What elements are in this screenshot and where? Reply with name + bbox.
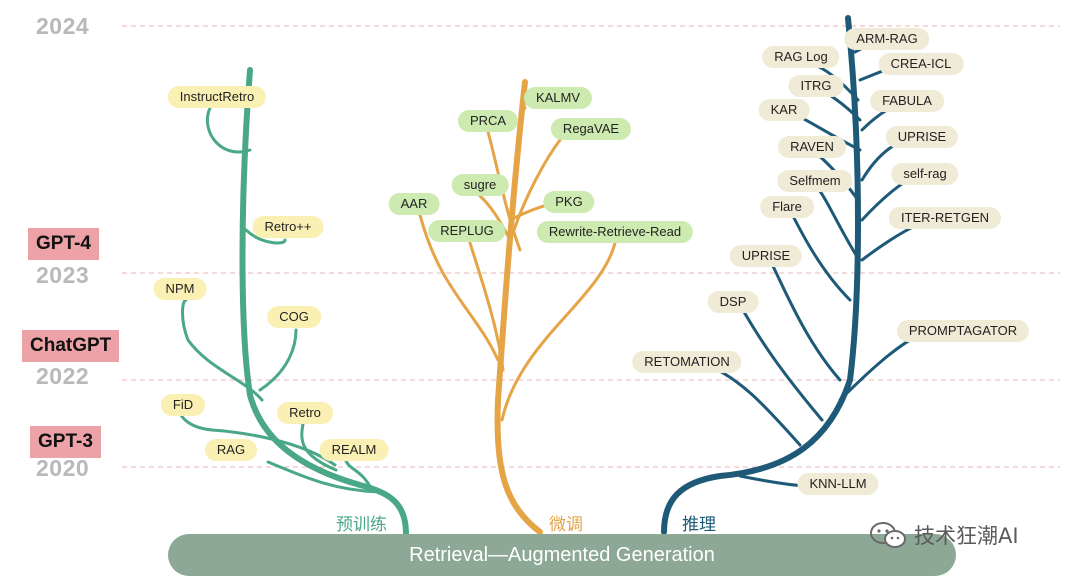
year-label-2024: 2024 (36, 13, 90, 39)
watermark-text: 技术狂潮AI (914, 524, 1019, 548)
year-label-2020: 2020 (36, 455, 90, 481)
node-arm-rag: ARM-RAG (844, 28, 930, 50)
node-dsp: DSP (707, 291, 759, 313)
branch-label-inference: 推理 (682, 515, 716, 535)
node-instructretro: InstructRetro (167, 86, 267, 108)
node-promptagator: PROMPTAGATOR (896, 320, 1030, 342)
node-knn-llm: KNN-LLM (797, 473, 879, 495)
marker-chatgpt: ChatGPT (22, 330, 120, 362)
node-regavae: RegaVAE (550, 118, 632, 140)
node-aar: AAR (388, 193, 440, 215)
node-sugre: sugre (451, 174, 509, 196)
node-rag: RAG (204, 439, 258, 461)
node-replug: REPLUG (428, 220, 506, 242)
node-fid: FiD (160, 394, 206, 416)
node-realm: REALM (319, 439, 389, 461)
node-retro-plus-plus: Retro++ (252, 216, 324, 238)
node-uprise-top: UPRISE (885, 126, 959, 148)
pretrain-tree (178, 67, 409, 537)
node-npm: NPM (153, 278, 207, 300)
node-retomation: RETOMATION (632, 351, 742, 373)
node-selfmem: Selfmem (777, 170, 853, 192)
node-pkg: PKG (543, 191, 595, 213)
node-self-rag: self-rag (891, 163, 959, 185)
node-flare: Flare (760, 196, 814, 218)
base-label: Retrieval—Augmented Generation (409, 544, 715, 566)
node-iter-retgen: ITER-RETGEN (888, 207, 1002, 229)
node-uprise: UPRISE (729, 245, 803, 267)
node-fabula: FABULA (870, 90, 944, 112)
node-cog: COG (267, 306, 321, 328)
node-kalmv: KALMV (523, 87, 593, 109)
marker-gpt3: GPT-3 (30, 426, 101, 458)
node-rewrite-retrieve-read: Rewrite-Retrieve-Read (536, 221, 694, 243)
node-rag-log: RAG Log (762, 46, 840, 68)
year-label-2022: 2022 (36, 363, 90, 389)
branch-label-pretrain: 预训练 (336, 515, 387, 535)
watermark: 技术狂潮AI (868, 520, 1019, 550)
node-kar: KAR (758, 99, 810, 121)
marker-gpt4: GPT-4 (28, 228, 99, 260)
finetune-tree (418, 79, 617, 535)
node-prca: PRCA (457, 110, 519, 132)
base-bar (168, 534, 956, 576)
node-retro: Retro (277, 402, 333, 424)
wechat-icon (870, 522, 906, 548)
node-crea-icl: CREA-ICL (878, 53, 964, 75)
node-itrg: ITRG (788, 75, 844, 97)
node-raven: RAVEN (778, 136, 846, 158)
year-label-2023: 2023 (36, 262, 90, 288)
branch-label-finetune: 微调 (549, 515, 583, 535)
